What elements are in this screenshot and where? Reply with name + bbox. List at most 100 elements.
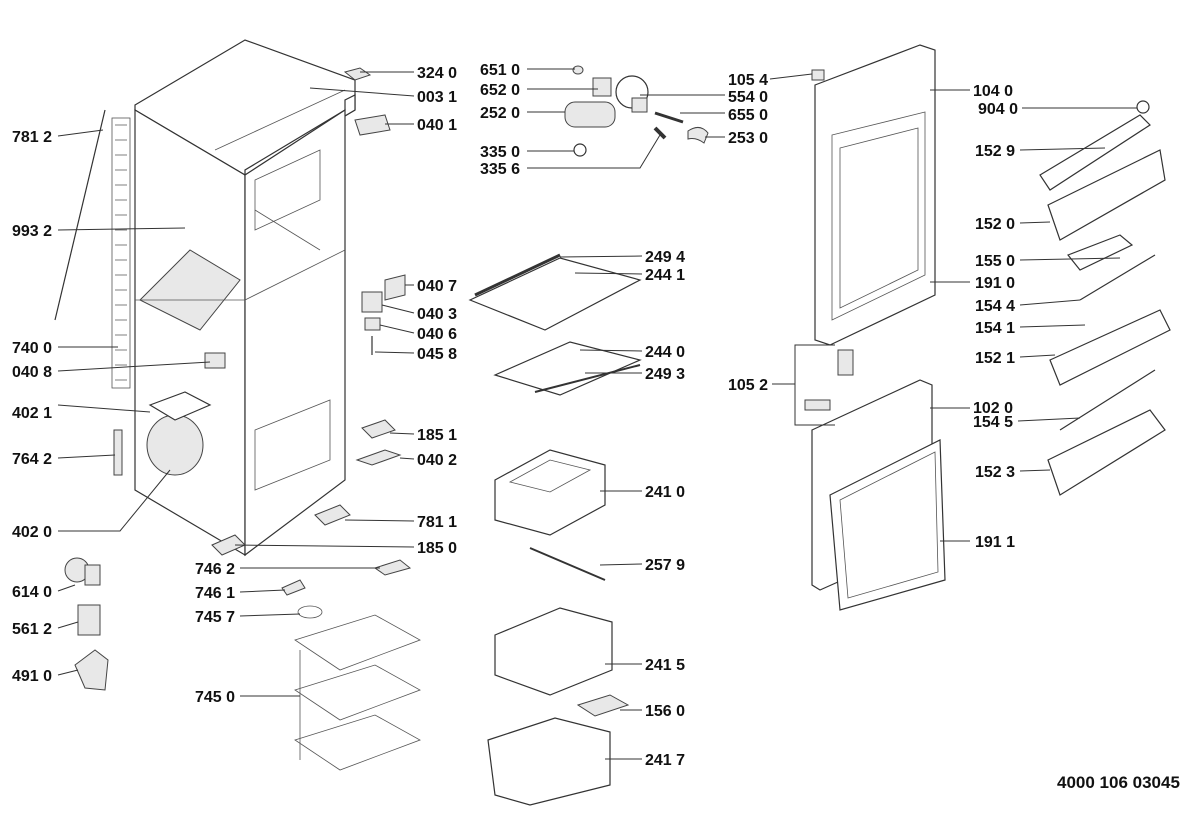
compressor bbox=[113, 391, 212, 476]
part-number-label: 746 1 bbox=[195, 585, 235, 602]
part-number-label: 154 1 bbox=[975, 320, 1015, 337]
part-number-label: 651 0 bbox=[480, 62, 520, 79]
leader-line bbox=[1019, 354, 1056, 358]
leader-line bbox=[234, 544, 415, 548]
part-number-label: 554 0 bbox=[728, 89, 768, 106]
leader-line bbox=[527, 134, 661, 169]
part-number-label: 104 0 bbox=[973, 83, 1013, 100]
part-number-label: 241 7 bbox=[645, 752, 685, 769]
egg-tray bbox=[1067, 234, 1134, 271]
leader-line bbox=[57, 454, 116, 459]
part-number-label: 152 9 bbox=[975, 143, 1015, 160]
part-number-label: 154 4 bbox=[975, 298, 1015, 315]
part-number-label: 040 2 bbox=[417, 452, 457, 469]
leader-line bbox=[379, 324, 415, 334]
part-number-label: 249 4 bbox=[645, 249, 685, 266]
leader-line bbox=[389, 432, 415, 435]
leader-line bbox=[1019, 147, 1106, 151]
leader-line bbox=[57, 621, 79, 629]
part-number-label: 335 6 bbox=[480, 161, 520, 178]
part-number-label: 244 0 bbox=[645, 344, 685, 361]
part-number-label: 040 6 bbox=[417, 326, 457, 343]
part-number-label: 740 0 bbox=[12, 340, 52, 357]
part-number-label: 746 2 bbox=[195, 561, 235, 578]
part-number-label: 781 1 bbox=[417, 514, 457, 531]
thermostat-assembly bbox=[564, 65, 709, 157]
part-number-label: 402 0 bbox=[12, 524, 52, 541]
part-number-label: 764 2 bbox=[12, 451, 52, 468]
fridge-door bbox=[814, 44, 936, 346]
part-number-label: 904 0 bbox=[978, 101, 1018, 118]
part-number-label: 561 2 bbox=[12, 621, 52, 638]
leader-line bbox=[794, 384, 835, 426]
part-number-label: 402 1 bbox=[12, 405, 52, 422]
part-number-label: 241 0 bbox=[645, 484, 685, 501]
part-number-label: 152 3 bbox=[975, 464, 1015, 481]
diagram-code: 4000 106 03045 bbox=[1057, 773, 1180, 792]
cover-part bbox=[74, 649, 109, 691]
glass-shelf bbox=[493, 341, 642, 396]
leader-line bbox=[57, 404, 151, 413]
leader-line bbox=[1019, 469, 1051, 472]
wire-shelves bbox=[294, 614, 421, 771]
part-number-label: 152 1 bbox=[975, 350, 1015, 367]
leader-line bbox=[374, 351, 415, 354]
freezer-drawer bbox=[494, 607, 613, 696]
glass-shelf bbox=[468, 257, 642, 331]
part-number-label: 185 0 bbox=[417, 540, 457, 557]
leader-line bbox=[344, 519, 415, 522]
leader-line bbox=[57, 584, 76, 592]
part-number-label: 745 7 bbox=[195, 609, 235, 626]
ice-tray bbox=[576, 694, 630, 717]
leader-line bbox=[769, 73, 813, 80]
leader-line bbox=[239, 589, 286, 593]
part-number-label: 154 5 bbox=[973, 414, 1013, 431]
leader-line bbox=[399, 457, 415, 460]
part-number-label: 993 2 bbox=[12, 223, 52, 240]
leader-line bbox=[574, 272, 643, 275]
cabinet bbox=[134, 39, 356, 557]
leader-line bbox=[1017, 417, 1081, 422]
part-number-label: 155 0 bbox=[975, 253, 1015, 270]
part-number-label: 335 0 bbox=[480, 144, 520, 161]
part-number-label: 257 9 bbox=[645, 557, 685, 574]
freezer-door bbox=[811, 379, 946, 611]
leader-lines bbox=[57, 68, 1137, 760]
door-bin bbox=[1047, 409, 1166, 496]
part-number-label: 102 0 bbox=[973, 400, 1013, 417]
freezer-drawer bbox=[494, 449, 606, 536]
leader-line bbox=[57, 227, 186, 231]
leader-line bbox=[1019, 257, 1121, 261]
leader-line bbox=[309, 87, 415, 97]
condenser bbox=[54, 109, 131, 389]
part-number-label: 191 1 bbox=[975, 534, 1015, 551]
leader-line bbox=[1019, 299, 1081, 306]
dairy-cover bbox=[1039, 114, 1151, 191]
leader-line bbox=[559, 255, 643, 258]
part-number-label: 040 1 bbox=[417, 117, 457, 134]
part-number-label: 655 0 bbox=[728, 107, 768, 124]
part-number-label: 185 1 bbox=[417, 427, 457, 444]
leader-line bbox=[57, 669, 79, 676]
leader-line bbox=[1019, 324, 1086, 328]
part-number-label: 249 3 bbox=[645, 366, 685, 383]
part-number-label: 040 8 bbox=[12, 364, 52, 381]
part-number-label: 241 5 bbox=[645, 657, 685, 674]
part-number-label: 781 2 bbox=[12, 129, 52, 146]
part-number-label: 614 0 bbox=[12, 584, 52, 601]
part-number-label: 252 0 bbox=[480, 105, 520, 122]
leader-line bbox=[1019, 221, 1051, 224]
part-number-label: 491 0 bbox=[12, 668, 52, 685]
door-bin bbox=[1049, 309, 1171, 386]
part-number-label: 652 0 bbox=[480, 82, 520, 99]
leader-line bbox=[381, 304, 415, 314]
part-number-label: 745 0 bbox=[195, 689, 235, 706]
part-number-label: 191 0 bbox=[975, 275, 1015, 292]
part-number-label: 156 0 bbox=[645, 703, 685, 720]
leader-line bbox=[57, 129, 104, 137]
part-number-label: 152 0 bbox=[975, 216, 1015, 233]
leader-line bbox=[772, 344, 835, 385]
part-number-label: 324 0 bbox=[417, 65, 457, 82]
